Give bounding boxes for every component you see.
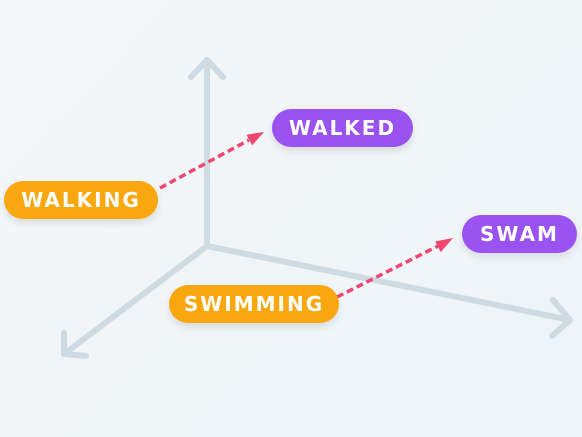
axes [61, 57, 573, 359]
word-swam: SWAM [462, 215, 577, 253]
word-swimming: SWIMMING [169, 285, 339, 323]
walking-to-walked-arrow [159, 138, 250, 190]
z-axis-line [61, 243, 210, 357]
z-axis-arrowhead-icon [61, 330, 89, 359]
y-axis-arrowhead-icon [188, 57, 226, 80]
x-axis-line [204, 243, 573, 323]
word-walking: WALKING [4, 181, 158, 219]
swimming-to-swam-arrowhead-icon [435, 238, 453, 253]
offset-arrows [159, 132, 453, 299]
swimming-to-swam-arrow [336, 244, 439, 299]
walking-to-walked-arrowhead-icon [246, 132, 264, 146]
x-axis-arrowhead-icon [549, 297, 573, 339]
word-walked: WALKED [272, 109, 413, 147]
